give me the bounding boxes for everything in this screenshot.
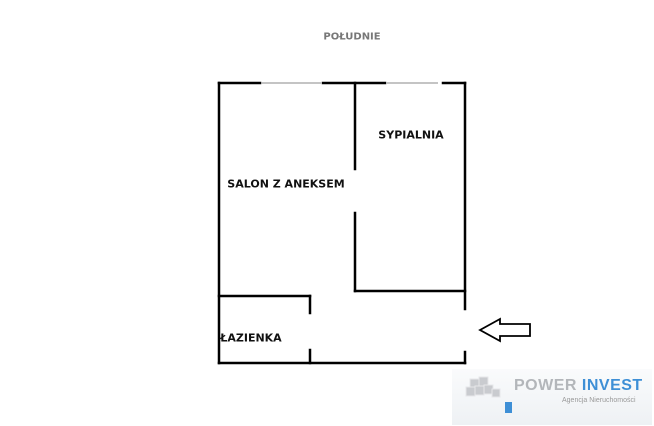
logo-brand-part2: INVEST xyxy=(581,377,643,394)
room-label-lazienka: ŁAZIENKA xyxy=(220,331,282,345)
cubes-icon xyxy=(465,376,512,413)
arrow-left-icon xyxy=(478,317,531,343)
logo-tagline: Agencja Nieruchomości xyxy=(562,397,636,404)
logo-brand-part1: POWER xyxy=(514,377,577,394)
logo-brand: POWER INVEST xyxy=(514,377,643,395)
room-label-salon: SALON Z ANEKSEM xyxy=(227,177,345,191)
compass-direction-label: POŁUDNIE xyxy=(323,31,381,43)
logo: POWER INVEST Agencja Nieruchomości xyxy=(452,369,652,425)
room-label-sypialnia: SYPIALNIA xyxy=(378,128,444,142)
